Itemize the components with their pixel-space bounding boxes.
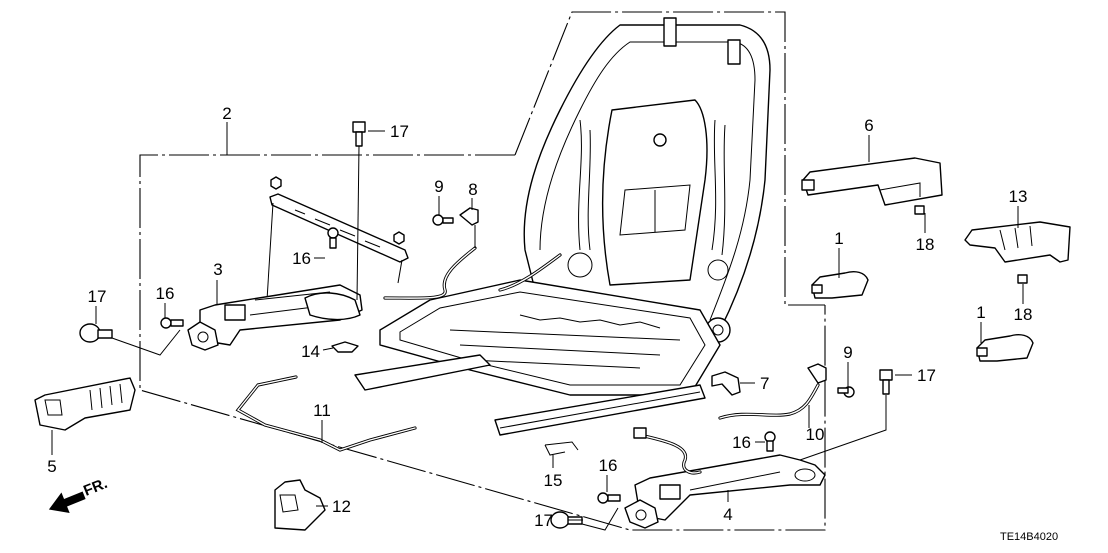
arrow-left-icon bbox=[48, 491, 86, 513]
part-clip-14 bbox=[331, 341, 359, 353]
callout-3: 3 bbox=[213, 260, 222, 279]
diagram-code: TE14B4020 bbox=[1000, 531, 1058, 543]
callout-2: 2 bbox=[222, 104, 231, 123]
part-side-cover-upper bbox=[801, 157, 943, 206]
callout-7: 7 bbox=[760, 374, 769, 393]
part-cover-front bbox=[34, 377, 136, 431]
assembly-boundary bbox=[139, 11, 826, 531]
part-bracket-bar bbox=[266, 176, 409, 301]
fasteners bbox=[79, 121, 1028, 531]
callout-10: 10 bbox=[806, 425, 825, 444]
callout-15: 15 bbox=[544, 471, 563, 490]
part-side-cover-lower bbox=[964, 221, 1071, 263]
callout-17: 17 bbox=[534, 511, 553, 530]
callout-9: 9 bbox=[843, 343, 852, 362]
leader-lines bbox=[51, 122, 1024, 521]
callout-17: 17 bbox=[390, 122, 409, 141]
callout-16: 16 bbox=[292, 249, 311, 268]
callout-1: 1 bbox=[976, 303, 985, 322]
callout-16: 16 bbox=[599, 456, 618, 475]
part-clip bbox=[274, 479, 326, 531]
seat-frame bbox=[354, 17, 771, 436]
part-cap-a bbox=[811, 271, 869, 299]
callout-16: 16 bbox=[732, 433, 751, 452]
part-cable-8 bbox=[383, 207, 479, 300]
callout-16: 16 bbox=[156, 284, 175, 303]
part-recliner-left bbox=[187, 284, 363, 351]
callout-6: 6 bbox=[864, 116, 873, 135]
front-direction-indicator: FR. bbox=[48, 475, 110, 513]
callout-11: 11 bbox=[313, 401, 331, 420]
part-clip-7 bbox=[711, 371, 741, 396]
callout-17: 17 bbox=[88, 287, 107, 306]
part-recliner-right bbox=[624, 427, 826, 529]
part-rod bbox=[235, 375, 417, 452]
callout-17: 17 bbox=[917, 366, 936, 385]
part-cable-10 bbox=[718, 363, 827, 420]
fr-label: FR. bbox=[81, 475, 110, 500]
callout-1: 1 bbox=[834, 229, 843, 248]
callout-18: 18 bbox=[916, 235, 935, 254]
callout-13: 13 bbox=[1009, 187, 1028, 206]
callout-18: 18 bbox=[1014, 305, 1033, 324]
part-clip-15 bbox=[544, 441, 579, 456]
callout-9: 9 bbox=[434, 177, 443, 196]
callout-8: 8 bbox=[468, 180, 477, 199]
callout-5: 5 bbox=[47, 457, 56, 476]
callout-12: 12 bbox=[332, 497, 351, 516]
callout-4: 4 bbox=[723, 505, 732, 524]
callout-14: 14 bbox=[301, 342, 320, 361]
part-cap-b bbox=[976, 334, 1034, 362]
callout-labels: 2 17 16 3 16 17 14 9 8 5 11 12 15 16 17 … bbox=[47, 104, 1032, 530]
